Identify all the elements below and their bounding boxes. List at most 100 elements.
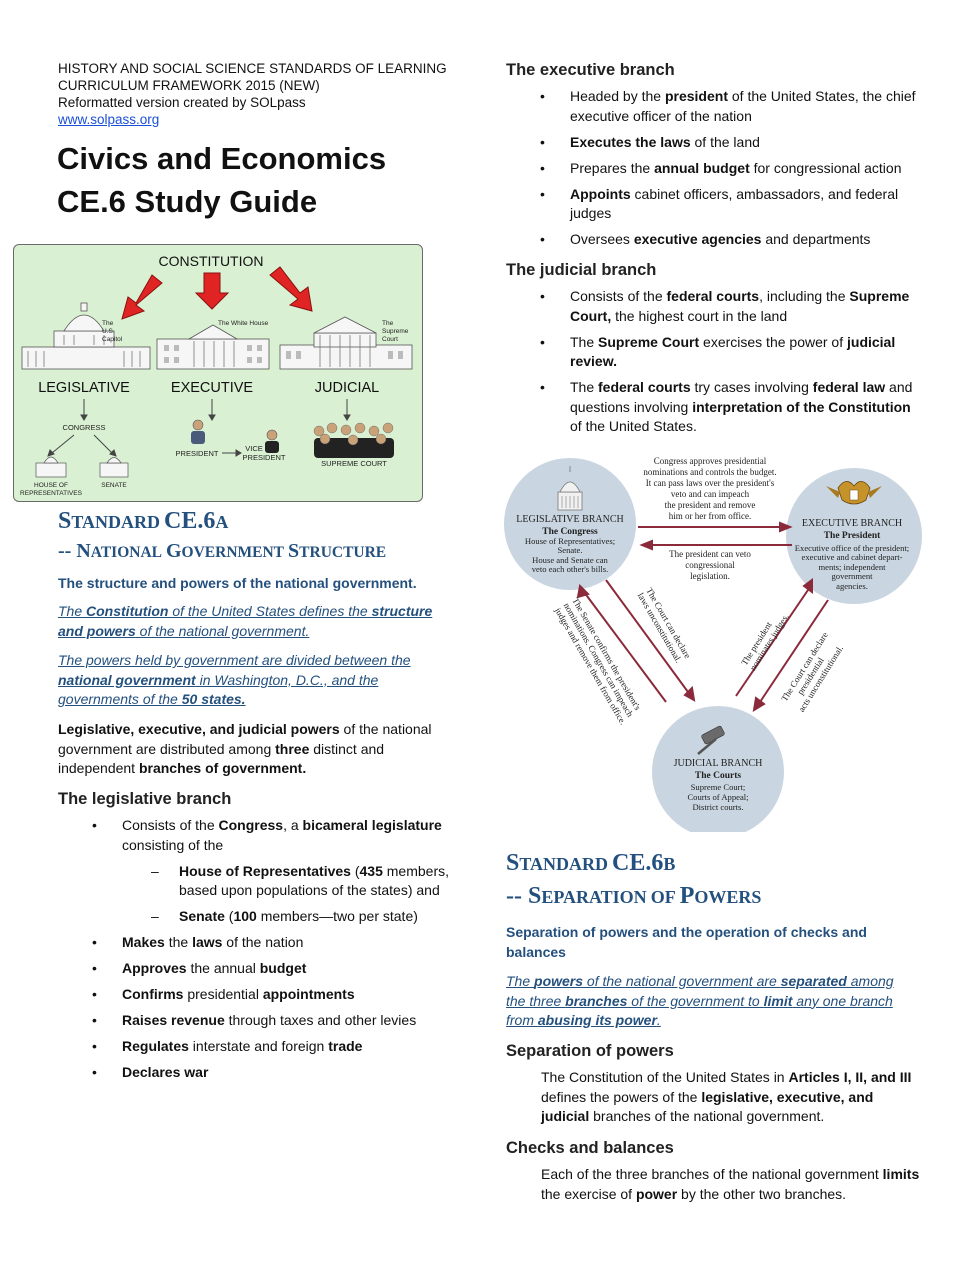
header-line: HISTORY AND SOCIAL SCIENCE STANDARDS OF … [58,61,447,76]
judicial-branch-heading: The judicial branch [506,261,657,279]
house-building-icon [35,456,67,478]
capitol-icon [21,302,151,370]
page-title: Civics and Economics [57,141,387,176]
capitol-dome-icon [557,466,583,511]
checks-diagram-svg: LEGISLATIVE BRANCH The Congress House of… [504,456,922,838]
president-label: PRESIDENT [176,449,219,458]
legislative-branch-sub: The Congress [542,527,598,537]
list-item: Makes the laws of the nation [58,933,468,953]
standard-ce6a-subtitle: -- NATIONAL GOVERNMENT STRUCTURE [58,540,387,562]
separated-powers-paragraph: The powers of the national government ar… [506,973,894,1028]
legislative-branch-circle [504,458,636,590]
checks-balances-diagram: LEGISLATIVE BRANCH The Congress House of… [500,452,930,838]
executive-branch-heading: The executive branch [506,61,675,79]
gavel-icon [697,725,725,755]
separation-of-powers-heading: Separation of powers [506,1042,674,1060]
svg-text:Congress approves presidential: Congress approves presidentialnomination… [643,456,776,521]
legislative-label: LEGISLATIVE [38,380,130,396]
list-item: Consists of the federal courts, includin… [506,287,926,326]
checks-paragraph: Each of the three branches of the nation… [541,1166,920,1202]
court-label: The [382,320,394,327]
svg-text:House of Representatives;Senat: House of Representatives;Senate.House an… [525,536,615,574]
list-item: The Supreme Court exercises the power of… [506,333,926,372]
vice-label: VICE [245,444,263,453]
separation-paragraph: The Constitution of the United States in… [541,1069,912,1124]
house-label: REPRESENTATIVES [20,490,83,497]
executive-list: Headed by the president of the United St… [506,87,926,256]
legislative-branch-title: LEGISLATIVE BRANCH [516,514,624,525]
list-item: Raises revenue through taxes and other l… [58,1011,468,1031]
standard-ce6a-lead: The structure and powers of the national… [58,575,417,591]
senate-building-icon [99,457,129,478]
executive-branch-sub: The President [824,531,881,541]
list-item: Approves the annual budget [58,959,468,979]
judicial-branch-title: JUDICIAL BRANCH [674,758,763,769]
list-item: Senate (100 members—two per state) [58,907,468,927]
white-house-label: The White House [218,320,269,327]
standard-ce6b-subtitle: -- SEPARATION OF POWERS [506,883,762,909]
page-subtitle: CE.6 Study Guide [57,184,318,219]
branches-paragraph: Legislative, executive, and judicial pow… [58,721,432,776]
list-item: House of Representatives (435 members, b… [58,862,468,901]
split-arrow-icon [47,434,117,457]
capitol-label: Capitol [102,336,123,343]
checks-and-balances-heading: Checks and balances [506,1139,674,1157]
svg-text:Executive office of the presid: Executive office of the president;execut… [795,543,909,591]
court-label: Court [382,336,398,343]
supreme-court-justices-icon [313,422,394,458]
constitution-label: CONSTITUTION [159,253,264,269]
list-item: The federal courts try cases involving f… [506,378,926,437]
svg-text:The presidentnominates judges.: The presidentnominates judges. [739,607,790,673]
svg-text:The Court can declarepresident: The Court can declarepresidentialacts un… [779,630,847,714]
down-arrow-icon [80,399,351,421]
judicial-branch-sub: The Courts [695,771,741,781]
president-icon [191,419,205,444]
judicial-branch-circle [652,706,784,838]
list-item: Oversees executive agencies and departme… [506,230,926,250]
judicial-label: JUDICIAL [315,380,379,396]
white-house-icon [156,324,270,370]
legislative-branch-heading: The legislative branch [58,790,232,808]
list-item: Confirms presidential appointments [58,985,468,1005]
capitol-label: U.S. [102,328,115,335]
supreme-court-label: SUPREME COURT [321,459,387,468]
list-item: Declares war [58,1063,468,1083]
capitol-label: The [102,320,114,327]
executive-branch-title: EXECUTIVE BRANCH [802,518,902,529]
powers-divided-paragraph: The powers held by government are divide… [58,652,411,707]
right-arrow-icon [222,449,242,457]
list-item: Headed by the president of the United St… [506,87,926,126]
standard-ce6b-title: STANDARD CE.6B [506,850,676,876]
house-label: HOUSE OF [34,482,68,489]
constitution-paragraph: The Constitution of the United States de… [58,603,433,639]
list-item: Consists of the Congress, a bicameral le… [58,816,468,855]
legislative-list: Consists of the Congress, a bicameral le… [58,816,468,1089]
list-item: Prepares the annual budget for congressi… [506,159,926,179]
svg-text:Supreme Court;Courts of Appeal: Supreme Court;Courts of Appeal;District … [687,782,748,812]
senate-label: SENATE [101,482,127,489]
vice-president-icon [265,429,279,453]
standard-ce6b-lead: Separation of powers and the operation o… [506,924,867,960]
red-arrow-icon [121,266,313,320]
list-item: Regulates interstate and foreign trade [58,1037,468,1057]
congress-label: CONGRESS [63,423,106,432]
list-item: Executes the laws of the land [506,133,926,153]
checks-arrows [576,521,829,712]
svg-text:The Court can declarelaws unco: The Court can declarelaws unconstitution… [636,586,693,665]
executive-label: EXECUTIVE [171,380,254,396]
list-item: Appoints cabinet officers, ambassadors, … [506,185,926,224]
header-line: Reformatted version created by SOLpass [58,95,306,110]
presidential-seal-icon [826,481,882,505]
solpass-link[interactable]: www.solpass.org [58,112,160,127]
executive-branch-circle [786,468,922,604]
header-line: CURRICULUM FRAMEWORK 2015 (NEW) [58,78,320,93]
vice-label: PRESIDENT [243,453,286,462]
document-header: HISTORY AND SOCIAL SCIENCE STANDARDS OF … [58,60,478,128]
court-label: Supreme [382,328,409,335]
